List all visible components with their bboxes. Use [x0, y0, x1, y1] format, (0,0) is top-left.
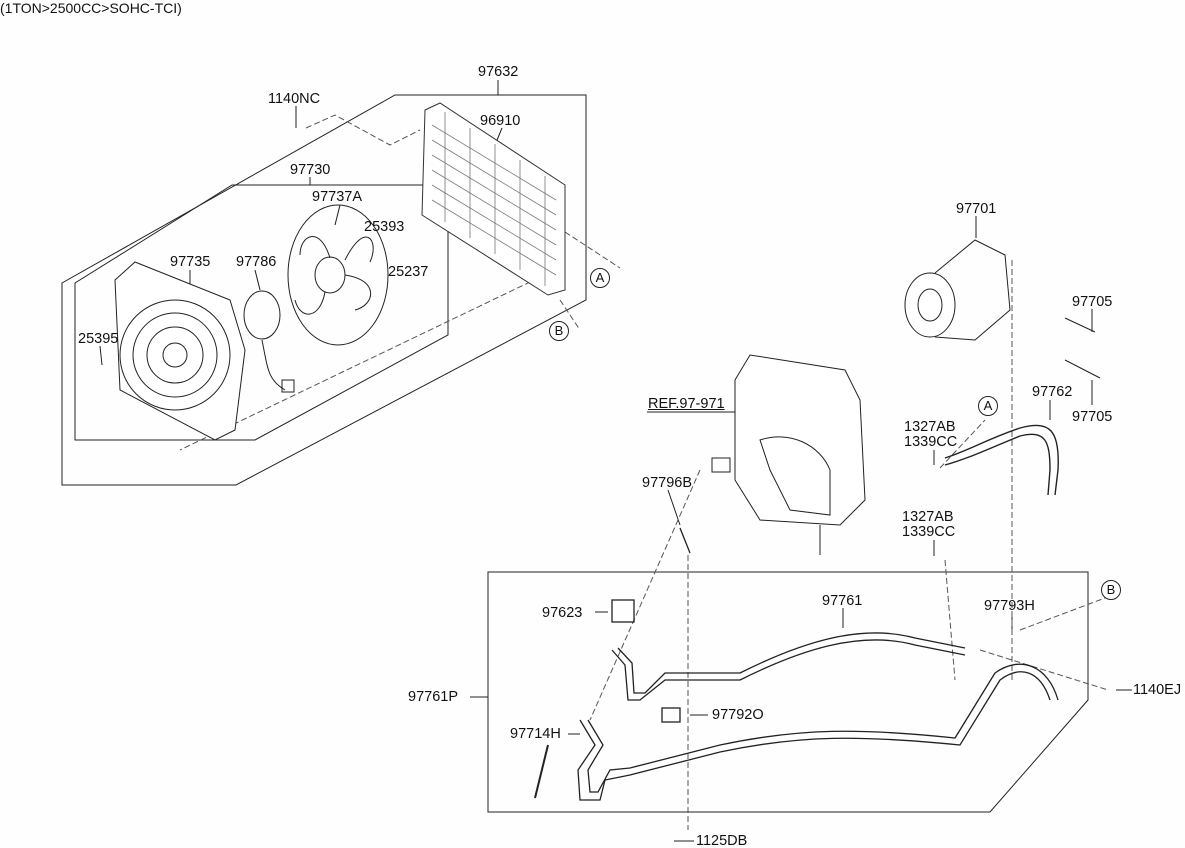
label-97761[interactable]: 97761	[822, 593, 863, 609]
fan-shroud-97735	[114, 261, 246, 441]
group-box-97761P	[487, 571, 1089, 813]
label-97714H[interactable]: 97714H	[510, 726, 561, 742]
fan-motor-97786	[243, 290, 295, 393]
label-97792O[interactable]: 97792O	[712, 707, 764, 723]
label-1339CC-lower[interactable]: 1339CC	[902, 524, 956, 540]
label-97793H[interactable]: 97793H	[984, 598, 1035, 614]
group-box-97632	[61, 94, 587, 486]
label-1140EJ[interactable]: 1140EJ	[1133, 682, 1182, 698]
label-1125DB[interactable]: 1125DB	[696, 833, 748, 848]
fan-blade-97737A	[287, 204, 389, 346]
label-1327AB-upper[interactable]: 1327AB	[904, 419, 956, 435]
label-97735[interactable]: 97735	[170, 254, 211, 270]
label-97762[interactable]: 97762	[1032, 384, 1073, 400]
label-25395[interactable]: 25395	[78, 331, 119, 347]
marker-a-2: A	[978, 396, 998, 416]
label-97701[interactable]: 97701	[956, 201, 997, 217]
label-97705-lower[interactable]: 97705	[1072, 409, 1113, 425]
label-97737A[interactable]: 97737A	[312, 189, 362, 205]
hose-97761	[534, 527, 1059, 801]
label-ref-97-971[interactable]: REF.97-971	[648, 396, 725, 412]
heater-unit	[711, 354, 866, 555]
label-1339CC-upper[interactable]: 1339CC	[904, 434, 958, 450]
sensor-97623	[611, 599, 635, 623]
label-1327AB-lower[interactable]: 1327AB	[902, 509, 954, 525]
clamp-97792O	[661, 707, 681, 723]
hose-97762	[944, 424, 1059, 496]
marker-a: A	[590, 268, 610, 288]
label-97632[interactable]: 97632	[478, 64, 519, 80]
label-97705-upper[interactable]: 97705	[1072, 294, 1113, 310]
label-97730[interactable]: 97730	[290, 162, 331, 178]
compressor-97701	[904, 239, 1101, 379]
diagram-title: (1TON>2500CC>SOHC-TCI)	[0, 0, 182, 16]
marker-b: B	[549, 321, 569, 341]
label-96910[interactable]: 96910	[480, 113, 521, 129]
condenser-96910	[421, 102, 566, 296]
dashed-guides	[179, 114, 1109, 830]
label-25393[interactable]: 25393	[364, 219, 405, 235]
label-25237[interactable]: 25237	[388, 264, 429, 280]
label-97796B[interactable]: 97796B	[642, 475, 692, 491]
leader-lines	[99, 80, 1132, 842]
marker-b-2: B	[1101, 580, 1121, 600]
label-97786[interactable]: 97786	[236, 254, 277, 270]
label-97623[interactable]: 97623	[542, 605, 583, 621]
label-1140NC[interactable]: 1140NC	[268, 91, 321, 107]
label-97761P[interactable]: 97761P	[408, 689, 458, 705]
